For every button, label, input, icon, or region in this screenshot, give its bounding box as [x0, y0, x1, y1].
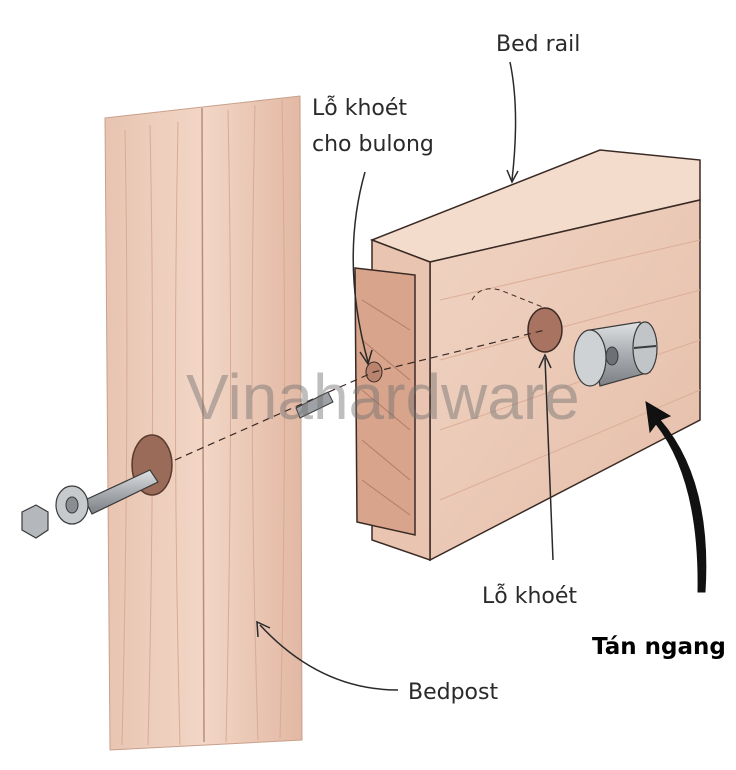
label-bedpost: Bedpost [408, 680, 499, 705]
bed-rail [174, 149, 701, 562]
hidden-hole-outline [471, 288, 546, 309]
bolt-thread-tip [295, 391, 334, 419]
cross-nut-arrow [645, 401, 707, 593]
post-seam-line [201, 107, 205, 743]
label-bed-rail: Bed rail [496, 32, 581, 57]
post-grain [121, 99, 286, 746]
leader-bedpost-arrow [256, 620, 271, 638]
leader-hole [544, 357, 554, 561]
label-hole: Lỗ khoét [482, 584, 578, 609]
leader-bolt-hole-arrow [359, 349, 373, 366]
bolt [21, 391, 334, 539]
tenon-grain [361, 299, 411, 516]
leader-bed-rail [509, 61, 517, 181]
label-bolt-hole-line1: Lỗ khoét [312, 96, 408, 121]
leader-hole-arrow [538, 353, 552, 369]
label-cross-nut: Tán ngang [592, 634, 726, 660]
leader-bolt-hole [352, 171, 369, 363]
watermark-text: Vinahardware [186, 361, 580, 433]
leader-lines [256, 61, 554, 691]
rail-tenon [354, 267, 416, 536]
label-bolt-hole-line2: cho bulong [312, 132, 434, 157]
rail-hole [527, 307, 563, 353]
bolt-path-dashed [174, 329, 546, 461]
cross-nut [573, 321, 658, 387]
bedpost [104, 95, 303, 751]
leader-bed-rail-arrow [506, 169, 519, 184]
bolt-head [21, 504, 49, 539]
leader-bedpost [259, 624, 399, 691]
